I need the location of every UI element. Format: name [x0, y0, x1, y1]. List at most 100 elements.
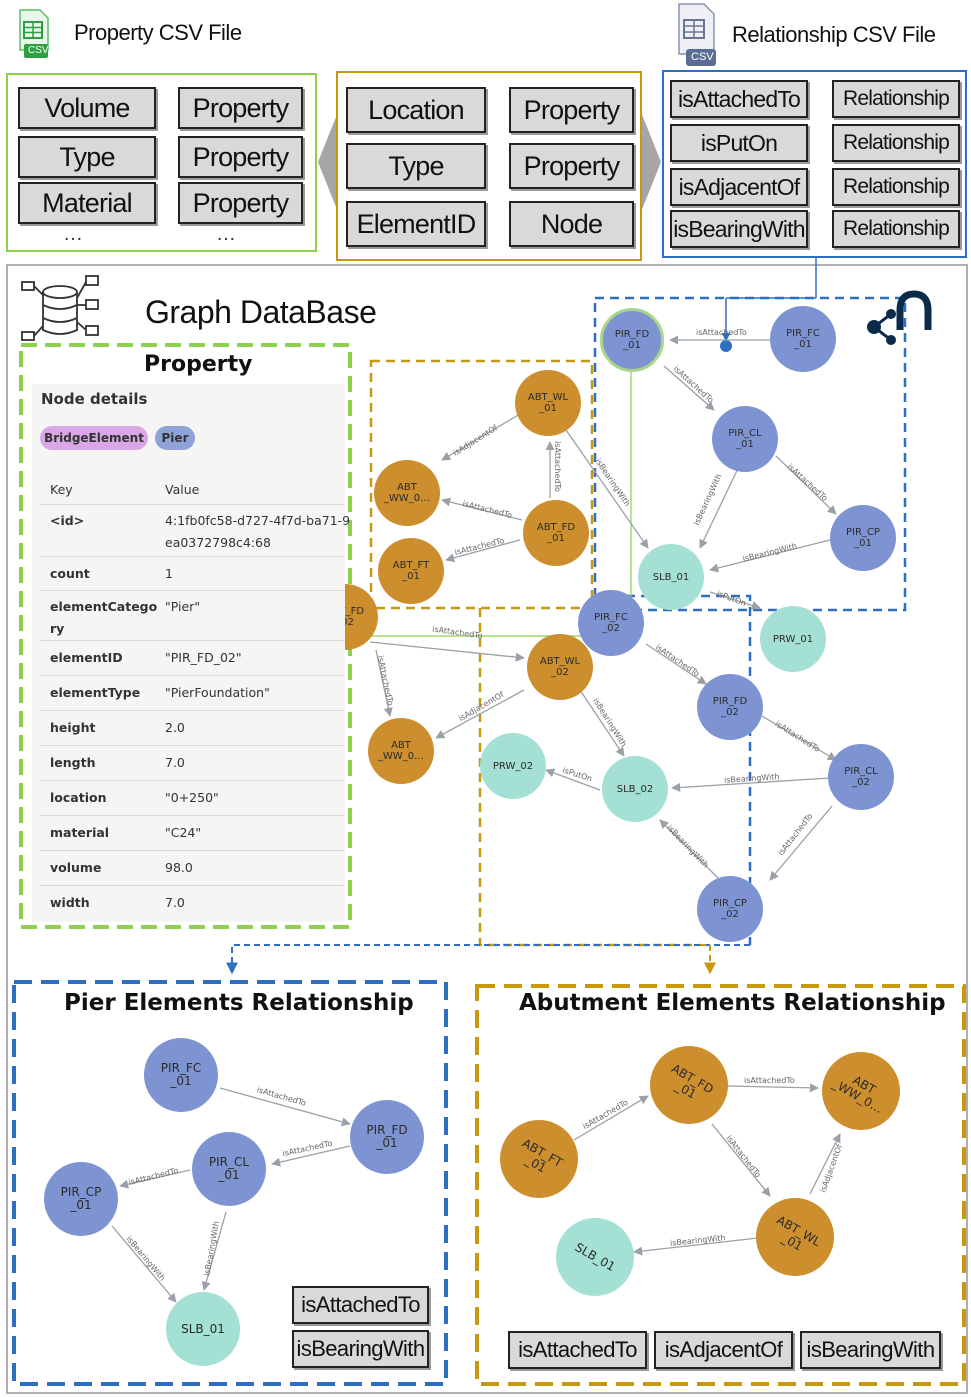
node-slb-02[interactable]: SLB_02	[602, 756, 668, 822]
graph-database-title: Graph DataBase	[145, 294, 377, 330]
node-slb[interactable]: SLB_01	[166, 1292, 240, 1366]
table-row: elementType "PierFoundation"	[40, 675, 345, 711]
node-prw-02[interactable]: PRW_02	[480, 733, 546, 799]
right-flow-arrow	[641, 112, 661, 212]
node-abt-ww-0a[interactable]: ABT _WW_0…	[374, 460, 440, 526]
csv-cell: isAttachedTo	[670, 80, 808, 118]
node-pir-cp[interactable]: PIR_CP _01	[44, 1162, 118, 1236]
row-value: 2.0	[165, 720, 185, 735]
csv-cell: Volume	[18, 87, 156, 129]
node-pir-fc-02[interactable]: PIR_FC _02	[578, 590, 644, 656]
node-label: PIR_FC _02	[594, 612, 628, 634]
database-icon	[21, 275, 99, 341]
csv-cell: Property	[178, 87, 303, 129]
node-label: PIR_CP _01	[846, 527, 880, 549]
node-label: PIR_FD _01	[614, 329, 650, 351]
node-pir-fc-01[interactable]: PIR_FC _01	[770, 306, 836, 372]
node-label: ABT _WW_0…	[383, 482, 431, 504]
node-label: SLB_02	[616, 783, 654, 795]
node-pir-fd-01[interactable]: PIR_FD _01	[600, 308, 664, 372]
node-label: ABT_WL _02	[539, 656, 581, 678]
row-key: elementID	[50, 650, 123, 665]
table-row: width 7.0	[40, 885, 345, 921]
row-value: "PIR_FD_02"	[165, 650, 242, 665]
node-label: ABT_WL _01	[527, 392, 569, 414]
csv-badge-label: CSV	[691, 51, 714, 63]
node-label: PIR_CL _01	[208, 1155, 250, 1182]
node-abt-ww-0b[interactable]: ABT _WW_0…	[368, 718, 434, 784]
node-abt-wl[interactable]: ABT_WL _01	[756, 1198, 834, 1276]
node-label: PIR_CP _01	[60, 1185, 102, 1212]
node-abt-ft-01[interactable]: ABT_FT _01	[378, 538, 444, 604]
csv-cell: Node	[509, 201, 634, 247]
property-csv-icon: CSV	[18, 8, 50, 60]
property-panel-heading: Property	[144, 352, 253, 377]
left-flow-arrow	[318, 112, 338, 212]
csv-cell: Material	[18, 182, 156, 224]
node-prw-01[interactable]: PRW_01	[760, 606, 826, 672]
node-label: PIR_CP _02	[713, 898, 747, 920]
csv-cell: Location	[346, 87, 486, 133]
legend-isadjacentof: isAdjacentOf	[654, 1331, 793, 1369]
csv-cell: isAdjacentOf	[670, 168, 808, 206]
col-value: Value	[165, 482, 200, 497]
node-abt-wl-02[interactable]: ABT_WL _02	[527, 634, 593, 700]
relationship-csv-icon: CSV	[676, 2, 718, 68]
node-pir-cl-01[interactable]: PIR_CL _01	[712, 406, 778, 472]
node-pir-cp-02[interactable]: PIR_CP _02	[697, 876, 763, 942]
node-label: PIR_FC _01	[160, 1061, 202, 1088]
property-csv-panel: Volume Property Type Property Material P…	[6, 73, 317, 252]
table-row: volume 98.0	[40, 850, 345, 886]
table-row: length 7.0	[40, 745, 345, 781]
row-value: 4:1fb0fc58-d727-4f7d-ba71-9ea0372798c4:6…	[165, 513, 351, 550]
table-row: count 1	[40, 556, 345, 591]
label-pill-bridgeelement[interactable]: BridgeElement	[40, 426, 148, 450]
row-value: "Pier"	[165, 599, 201, 614]
node-pir-cp-01[interactable]: PIR_CP _01	[830, 505, 896, 571]
row-value: 1	[165, 566, 173, 581]
node-pir-fd[interactable]: PIR_FD _01	[350, 1100, 424, 1174]
row-value: "0+250"	[165, 790, 219, 805]
node-pir-fd-02[interactable]: PIR_FD _02	[697, 674, 763, 740]
csv-cell: Type	[346, 143, 486, 189]
properties-table: Key Value <id> 4:1fb0fc58-d727-4f7d-ba71…	[40, 476, 350, 922]
node-details-panel: Node details BridgeElement Pier Key Valu…	[32, 384, 350, 922]
node-abt-wl-01[interactable]: ABT_WL _01	[515, 370, 581, 436]
node-label: PIR_FD _02	[712, 696, 748, 718]
node-label: ABT_WL _01	[774, 1212, 823, 1254]
table-row: <id> 4:1fb0fc58-d727-4f7d-ba71-9ea037279…	[40, 504, 350, 557]
relationship-csv-panel: isAttachedTo Relationship isPutOn Relati…	[662, 70, 967, 258]
legend-isbearingwith: isBearingWith	[292, 1330, 429, 1368]
table-header: Key Value	[40, 476, 345, 504]
node-slb-01[interactable]: SLB_01	[638, 544, 704, 610]
node-abt-ww[interactable]: ABT _WW_0…	[822, 1052, 900, 1130]
row-key: width	[50, 895, 90, 910]
node-abt-ft[interactable]: ABT_FT _01	[500, 1120, 578, 1198]
label-pill-pier[interactable]: Pier	[155, 426, 195, 450]
node-abt-fd[interactable]: ABT_FD _01	[650, 1046, 728, 1124]
node-pir-cl[interactable]: PIR_CL _01	[192, 1132, 266, 1206]
node-csv-panel: Location Property Type Property ElementI…	[336, 71, 642, 261]
node-label: ABT _WW_0…	[830, 1072, 886, 1117]
node-slb[interactable]: SLB_01	[556, 1218, 634, 1296]
csv-badge-label: CSV	[28, 45, 49, 56]
node-pir-fc[interactable]: PIR_FC _01	[144, 1038, 218, 1112]
node-abt-fd-01[interactable]: ABT_FD _01	[523, 500, 589, 566]
graph-db-logo-icon	[867, 290, 932, 345]
row-key: material	[50, 825, 110, 840]
row-key: location	[50, 790, 107, 805]
node-label: SLB_01	[572, 1239, 618, 1274]
csv-cell: Relationship	[832, 124, 960, 162]
node-label: ABT_FT _01	[392, 560, 430, 582]
row-value: 7.0	[165, 895, 185, 910]
csv-cell: Property	[509, 143, 634, 189]
legend-isattachedto: isAttachedTo	[292, 1286, 429, 1324]
legend-isbearingwith: isBearingWith	[800, 1331, 941, 1369]
row-value: "C24"	[165, 825, 202, 840]
node-label: PIR_CL _02	[844, 766, 878, 788]
node-label: PIR_CL _01	[728, 428, 762, 450]
node-pir-cl-02[interactable]: PIR_CL _02	[828, 744, 894, 810]
node-label: SLB_01	[181, 1321, 225, 1336]
row-value: 98.0	[165, 860, 193, 875]
